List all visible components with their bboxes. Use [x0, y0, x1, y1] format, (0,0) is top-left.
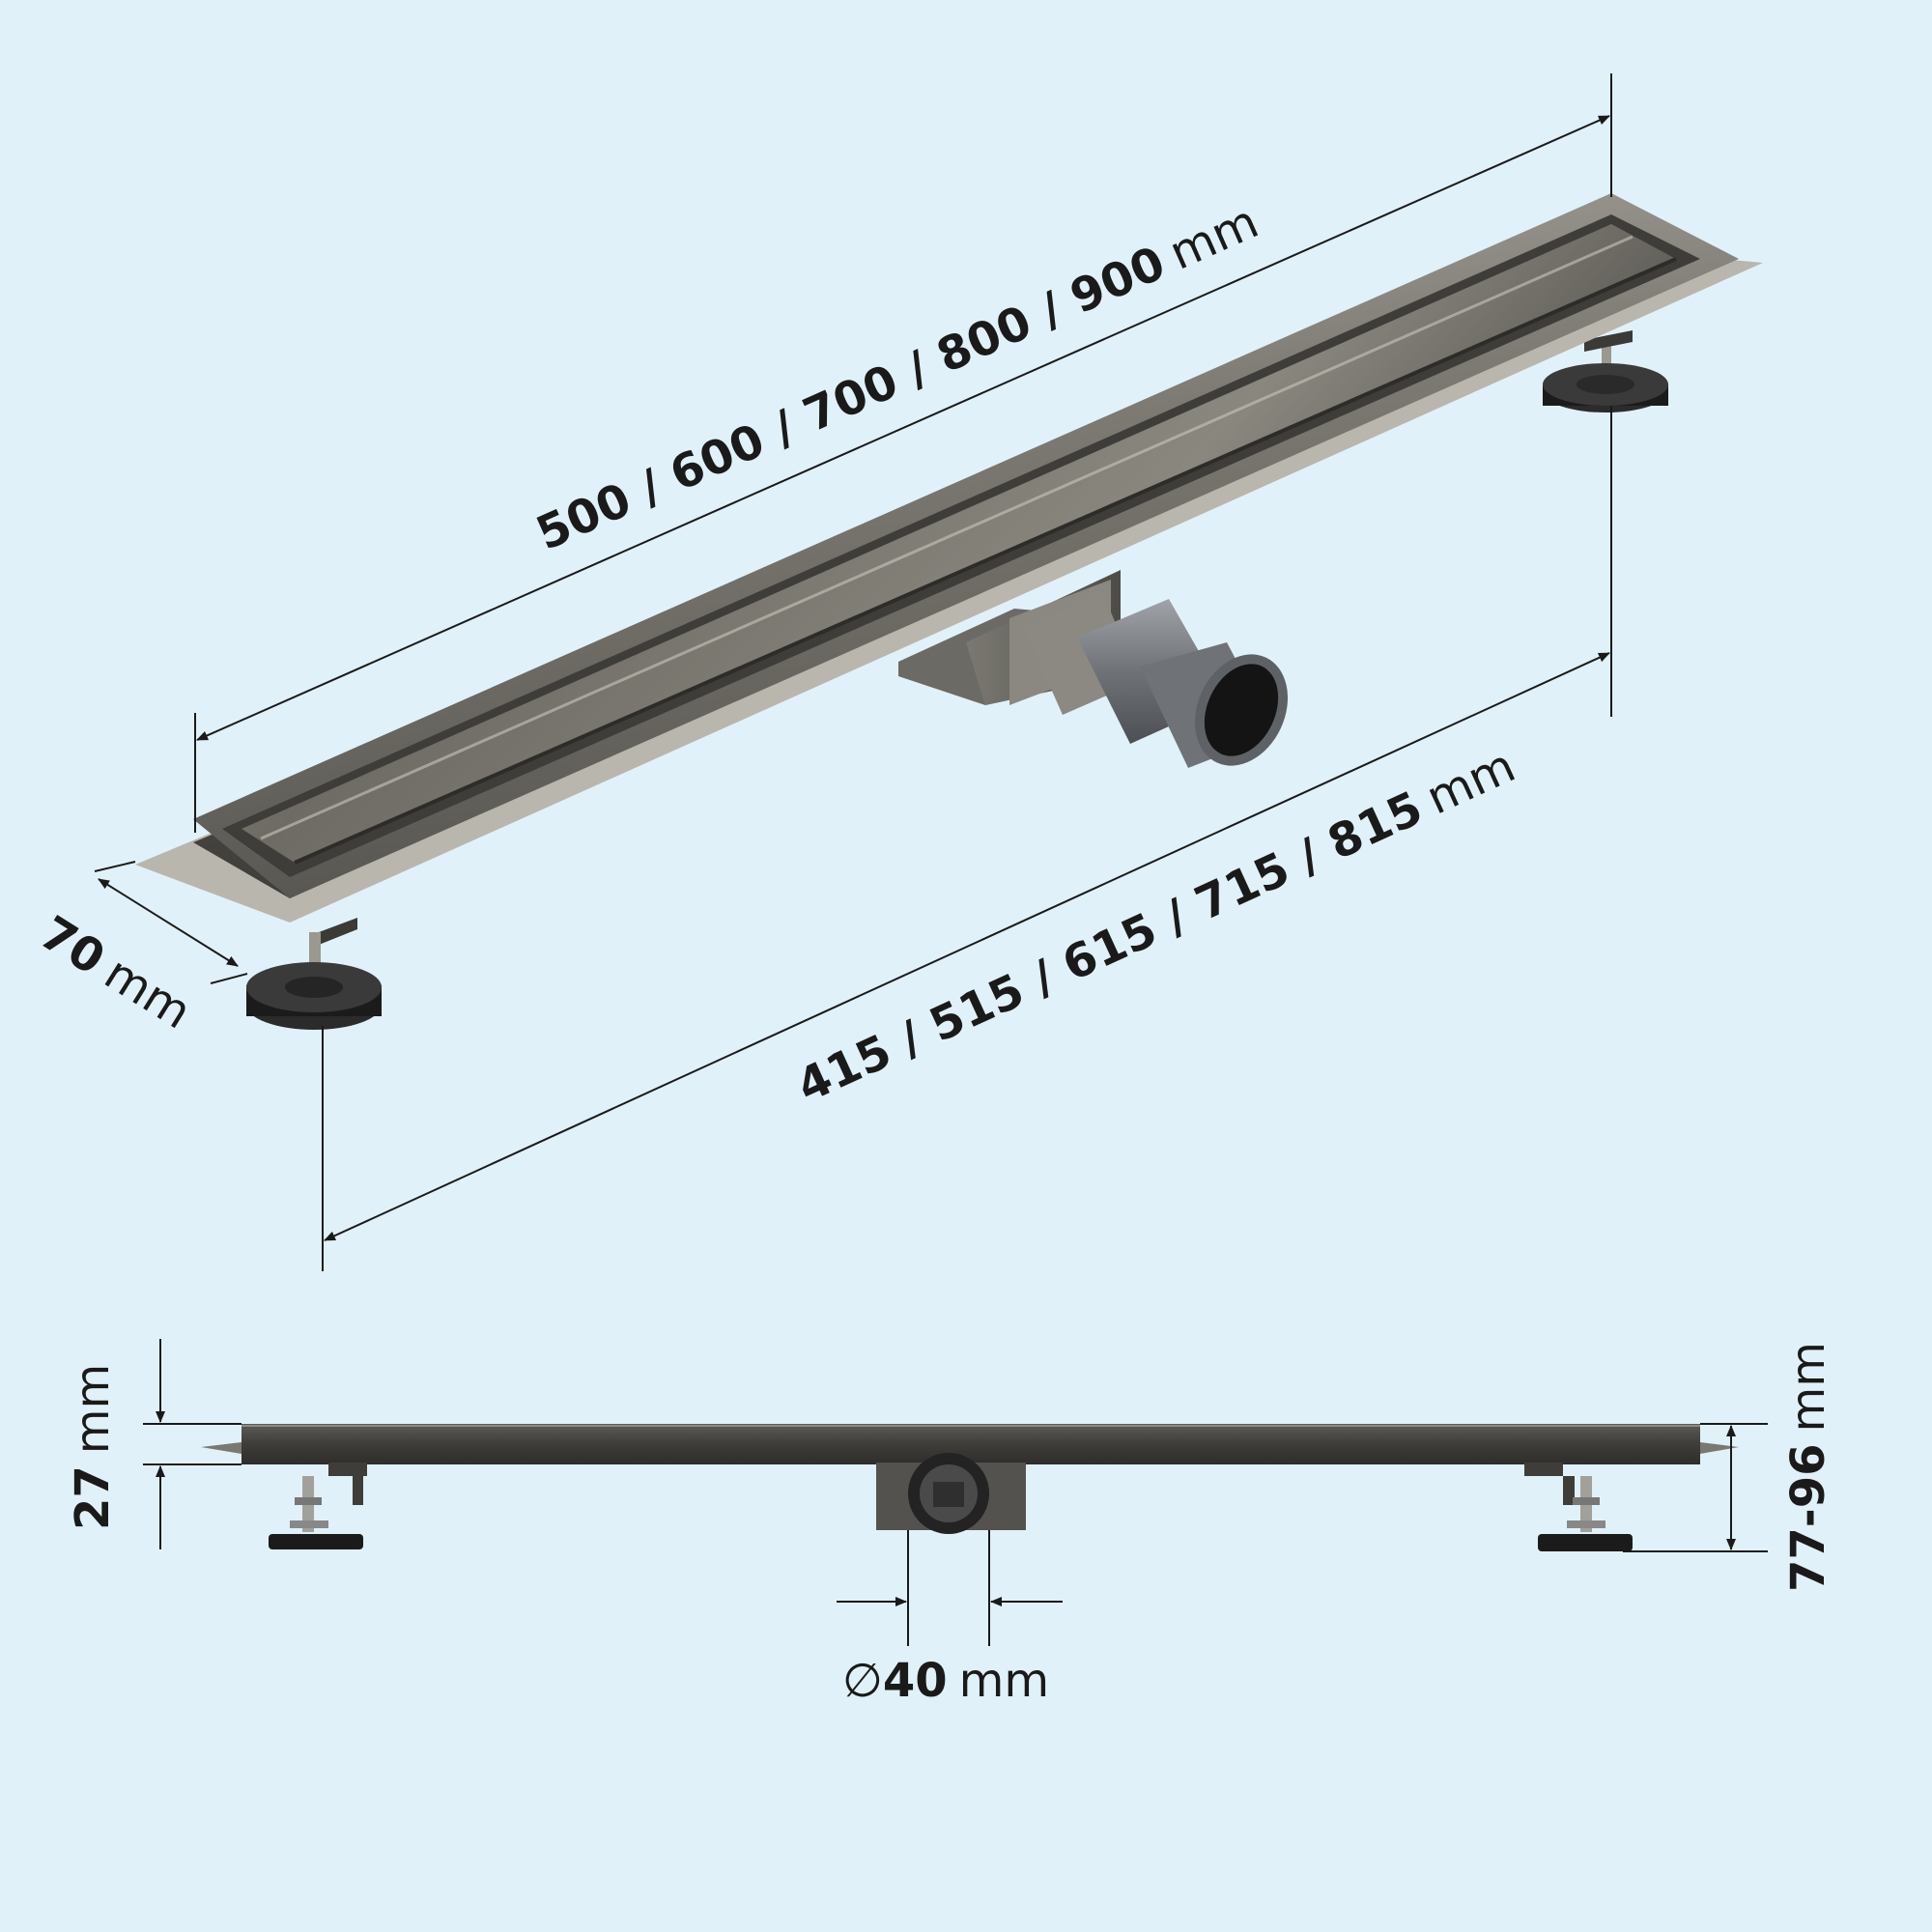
channel-length-label: 415 / 515 / 615 / 715 / 815mm — [789, 739, 1523, 1114]
adjustable-height-label: 77-96mm — [1781, 1342, 1835, 1592]
leveling-foot-icon — [1524, 1463, 1633, 1551]
leveling-foot-icon — [269, 1463, 367, 1549]
side-drain-view — [201, 1424, 1739, 1551]
arrow-icon — [196, 115, 1610, 741]
drain-side-body — [242, 1424, 1700, 1464]
arrow-icon — [98, 878, 239, 967]
isometric-drain-view — [135, 193, 1763, 1030]
channel-height-label: 27mm — [66, 1364, 120, 1530]
dimension-lines-iso — [94, 73, 1612, 1271]
leveling-foot-icon — [246, 918, 382, 1030]
outlet-pipe-icon — [1024, 589, 1289, 768]
dimension-lines-side — [143, 1339, 1768, 1646]
arrow-icon — [324, 652, 1610, 1241]
